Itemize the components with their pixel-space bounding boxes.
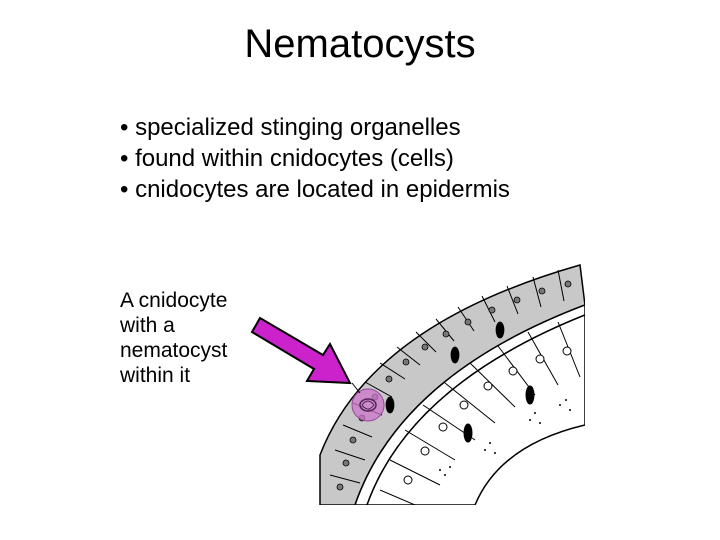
bullet-item: • cnidocytes are located in epidermis [120,176,510,203]
bullet-list: • specialized stinging organelles • foun… [120,112,510,205]
slide-title: Nematocysts [244,22,476,66]
bullet-item: • specialized stinging organelles [120,114,461,141]
gastrodermis-layer [366,314,585,505]
caption-line: with a [120,314,175,337]
bullet-item: • found within cnidocytes (cells) [120,145,454,172]
gastrodermis-cell-walls [379,321,581,505]
figure-caption: A cnidocyte with a nematocyst within it [120,288,227,388]
cnidocyte-highlight [351,382,385,422]
tissue-layers [319,264,585,505]
caption-line: A cnidocyte [120,289,228,312]
cnidocyte-tissue-illustration [250,264,585,505]
pointer-arrow [250,316,352,385]
gastrodermis-nuclei [403,346,572,485]
granules [439,399,571,476]
epidermis-cell-walls [329,269,565,484]
caption-line: within it [120,364,191,387]
caption-line: nematocyst [120,339,228,362]
